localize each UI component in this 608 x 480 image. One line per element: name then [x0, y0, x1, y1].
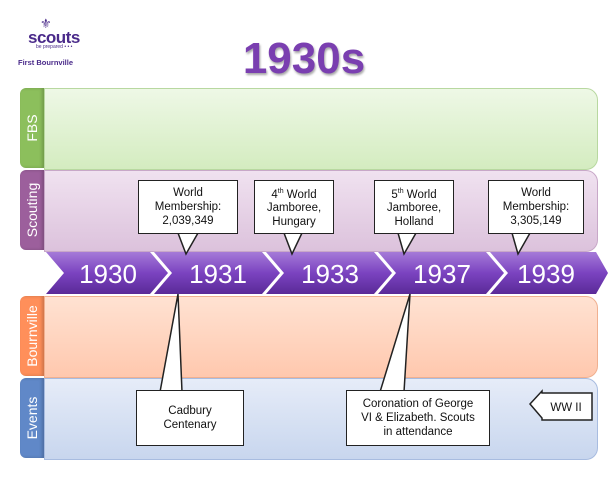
callout-pointer-1931-membership: [176, 232, 200, 256]
logo-group-name: First Bournville: [18, 58, 74, 67]
year-label-1939: 1939: [517, 259, 575, 289]
callout-text-line: 3,305,149: [510, 215, 562, 227]
callout-text-line: in attendance: [383, 426, 453, 438]
callout-text-line: 2,039,349: [162, 215, 214, 227]
callout-text-line: 4th World: [271, 187, 317, 201]
band-bournville: Bournville: [20, 296, 598, 378]
scouts-logo: ⚜ scouts be prepared • • • First Bournvi…: [14, 16, 94, 72]
callout-cadbury-centenary: Cadbury Centenary: [136, 390, 244, 446]
callout-text-line: VI & Elizabeth. Scouts: [361, 412, 475, 424]
band-fbs: FBS: [20, 88, 598, 170]
callout-text-line: World: [173, 187, 203, 199]
callout-text-line: Coronation of George: [362, 398, 474, 410]
chevron-1939: [490, 252, 608, 294]
callout-coronation: Coronation of George VI & Elizabeth. Sco…: [346, 390, 490, 446]
callout-pointer-1939-membership: [511, 232, 532, 256]
band-body-fbs: [44, 88, 598, 170]
callout-1937-5th-world-jamboree: 5th World Jamboree, Holland: [374, 180, 454, 234]
band-body-bournville: [44, 296, 598, 378]
band-tab-bournville: Bournville: [20, 296, 44, 376]
fleur-de-lis-icon: ⚜: [40, 16, 52, 31]
year-label-1937: 1937: [413, 259, 471, 289]
callout-1939-world-membership: World Membership: 3,305,149: [488, 180, 584, 234]
callout-text-line: 5th World: [391, 187, 437, 201]
callout-pointer-1937-jamboree: [397, 232, 418, 256]
band-tab-events: Events: [20, 378, 44, 458]
year-label-1933: 1933: [301, 259, 359, 289]
band-tab-fbs: FBS: [20, 88, 44, 168]
callout-pointer-cadbury: [159, 293, 183, 393]
callout-text-line: World: [521, 187, 551, 199]
chevron-1937: [378, 252, 504, 294]
callout-text-line: Centenary: [163, 419, 217, 431]
year-label-1931: 1931: [189, 259, 247, 289]
band-tab-scouting: Scouting: [20, 170, 44, 250]
logo-brand: scouts: [28, 28, 80, 47]
page-title: 1930s: [242, 34, 366, 83]
ww2-arrow-callout: [528, 389, 593, 421]
callout-text-line: Jamboree,: [386, 202, 442, 215]
logo-tagline: be prepared • • •: [36, 44, 73, 50]
callout-text-line: Membership:: [502, 201, 570, 213]
callout-pointer-coronation: [378, 293, 411, 393]
chevron-1931: [154, 252, 280, 294]
year-label-1930: 1930: [79, 259, 137, 289]
chevron-1930: [46, 252, 168, 294]
callout-text-line: Jamboree,: [266, 202, 322, 215]
chevron-1933: [266, 252, 392, 294]
callout-text-line: Hungary: [272, 216, 316, 229]
callout-text-line: Holland: [394, 216, 434, 229]
callout-text-line: Membership:: [154, 201, 222, 213]
callout-text-line: Cadbury: [168, 405, 212, 417]
callout-1933-4th-world-jamboree: 4th World Jamboree, Hungary: [254, 180, 334, 234]
ww2-label: WW II: [550, 402, 581, 414]
callout-1931-world-membership: World Membership: 2,039,349: [138, 180, 238, 234]
callout-pointer-1933-jamboree: [282, 232, 304, 256]
